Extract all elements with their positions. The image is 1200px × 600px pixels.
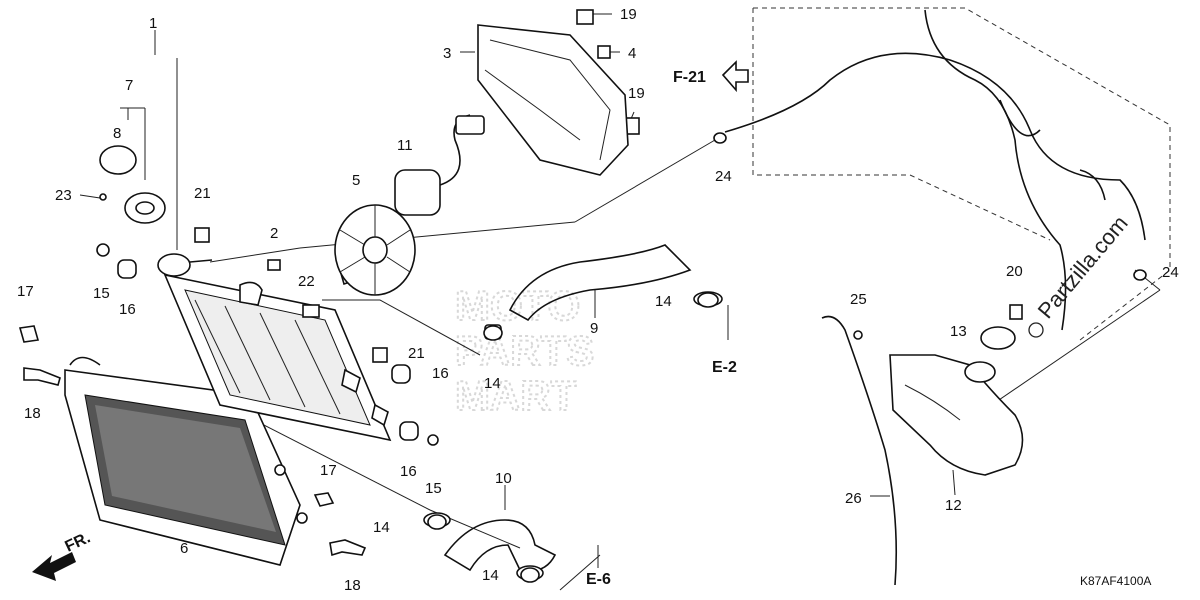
watermark: Partzilla.com bbox=[1028, 211, 1133, 338]
hose-clamps bbox=[427, 132, 1147, 583]
callout-5: 5 bbox=[352, 172, 360, 189]
breather-hoses bbox=[724, 9, 1146, 331]
background-ghost-text: MOTO PARTS MART bbox=[454, 281, 595, 420]
tank-cap bbox=[980, 326, 1016, 350]
callout-3: 3 bbox=[443, 45, 451, 62]
callout-22: 22 bbox=[298, 273, 315, 290]
callout-14c: 14 bbox=[373, 519, 390, 536]
ref-e6-label: E-6 bbox=[586, 571, 611, 588]
callout-4: 4 bbox=[628, 45, 636, 62]
radiator bbox=[157, 253, 392, 442]
callout-6: 6 bbox=[180, 540, 188, 557]
callout-17b: 17 bbox=[320, 462, 337, 479]
callout-18a: 18 bbox=[24, 405, 41, 422]
callout-21b: 21 bbox=[408, 345, 425, 362]
reserve-tank bbox=[853, 326, 1024, 476]
ref-arrow-f21 bbox=[721, 60, 749, 93]
callout-16c: 16 bbox=[400, 463, 417, 480]
callout-1: 1 bbox=[149, 15, 157, 32]
svg-text:MART: MART bbox=[455, 372, 577, 419]
drain-tube bbox=[821, 315, 898, 586]
bolts bbox=[18, 9, 1023, 557]
callout-23: 23 bbox=[55, 187, 72, 204]
ref-e2-label: E-2 bbox=[712, 359, 737, 376]
front-label: FR. bbox=[63, 529, 94, 555]
diagram-code: K87AF4100A bbox=[1080, 574, 1151, 588]
fan-shroud bbox=[477, 24, 629, 176]
ref-f21-label: F-21 bbox=[673, 69, 706, 86]
callout-24b: 24 bbox=[1162, 264, 1179, 281]
callout-15b: 15 bbox=[425, 480, 442, 497]
clip-21-upper bbox=[194, 227, 210, 243]
callout-25: 25 bbox=[850, 291, 867, 308]
callout-8: 8 bbox=[113, 125, 121, 142]
callout-labels: 1 2 3 4 5 6 7 8 9 10 11 12 13 14 14 14 1… bbox=[17, 6, 1179, 594]
callout-18b: 18 bbox=[344, 577, 361, 594]
fan-motor bbox=[394, 114, 485, 216]
svg-text:MOTO: MOTO bbox=[455, 282, 580, 329]
grommets bbox=[96, 243, 439, 446]
watermark-text: Partzilla.com bbox=[1033, 211, 1133, 324]
callout-17a: 17 bbox=[17, 283, 34, 300]
svg-text:PARTS: PARTS bbox=[455, 327, 594, 374]
callout-24a: 24 bbox=[715, 168, 732, 185]
callout-2: 2 bbox=[270, 225, 278, 242]
callout-14b: 14 bbox=[655, 293, 672, 310]
dashed-frame bbox=[752, 7, 1171, 341]
callout-21a: 21 bbox=[194, 185, 211, 202]
filler-neck bbox=[157, 253, 191, 277]
callout-9: 9 bbox=[590, 320, 598, 337]
callout-16b: 16 bbox=[432, 365, 449, 382]
callout-26: 26 bbox=[845, 490, 862, 507]
callout-16a: 16 bbox=[119, 301, 136, 318]
radiator-cap-assembly bbox=[99, 145, 166, 224]
callout-14d: 14 bbox=[482, 567, 499, 584]
clip-21-lower bbox=[372, 347, 388, 363]
callout-11: 11 bbox=[397, 137, 413, 154]
callout-19b: 19 bbox=[628, 85, 645, 102]
callout-12: 12 bbox=[945, 497, 962, 514]
cap-seal bbox=[99, 145, 137, 175]
radiator-cover bbox=[64, 356, 308, 566]
callout-7: 7 bbox=[125, 77, 133, 94]
cooling-fan bbox=[334, 204, 416, 296]
collar-2 bbox=[267, 259, 281, 271]
callout-15a: 15 bbox=[93, 285, 110, 302]
callout-10: 10 bbox=[495, 470, 512, 487]
callout-13: 13 bbox=[950, 323, 967, 340]
callout-14a: 14 bbox=[484, 375, 501, 392]
callout-19a: 19 bbox=[620, 6, 637, 23]
front-arrow bbox=[32, 552, 76, 581]
callout-20: 20 bbox=[1006, 263, 1023, 280]
